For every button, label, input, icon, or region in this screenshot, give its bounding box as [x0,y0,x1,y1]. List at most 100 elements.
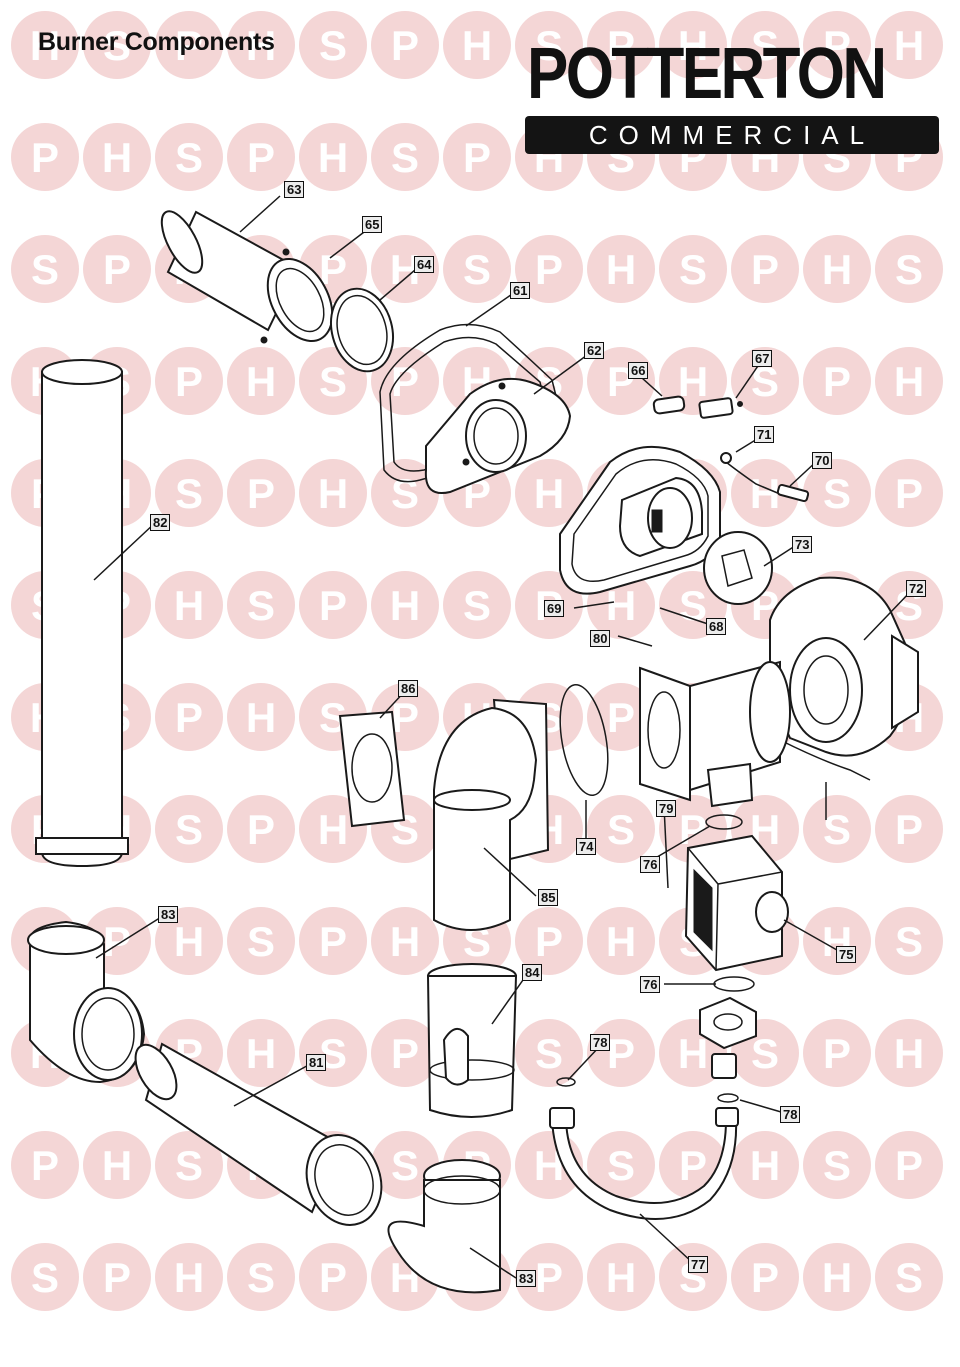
callout-72[interactable]: 72 [906,580,927,597]
callout-81[interactable]: 81 [306,1054,327,1071]
watermark-circle [11,235,79,303]
callout-78-left[interactable]: 78 [590,1034,611,1051]
callout-64[interactable]: 64 [414,256,435,273]
watermark-letter: P [31,1142,59,1189]
watermark-circle [515,11,583,79]
watermark-circle [587,235,655,303]
watermark-circle [227,795,295,863]
callout-84[interactable]: 84 [522,964,543,981]
watermark-circle [155,347,223,415]
callout-71[interactable]: 71 [754,426,775,443]
watermark-circle [371,907,439,975]
callout-67[interactable]: 67 [752,350,773,367]
callout-86[interactable]: 86 [398,680,419,697]
callout-80[interactable]: 80 [590,630,611,647]
callout-83-lower[interactable]: 83 [516,1270,537,1287]
watermark-letter: P [607,694,635,741]
watermark-letter: S [391,1142,419,1189]
watermark-circle [299,907,367,975]
callout-62[interactable]: 62 [584,342,605,359]
watermark-letter: H [246,1030,276,1077]
watermark-circle [83,11,151,79]
watermark-circle [731,459,799,527]
callout-69[interactable]: 69 [544,600,565,617]
watermark-letter: S [751,1030,779,1077]
part-sight-glass [652,395,743,419]
watermark-circle [875,347,943,415]
watermark-letter: H [678,1030,708,1077]
part-flange-gasket [338,710,406,828]
watermark-circle [875,795,943,863]
watermark-letter: H [606,918,636,965]
watermark-letter: H [102,1142,132,1189]
watermark-letter: P [535,246,563,293]
watermark-letter: H [174,1254,204,1301]
part-o-ring-large [559,683,609,797]
callout-65[interactable]: 65 [362,216,383,233]
watermark-circle [515,1019,583,1087]
callout-78-right[interactable]: 78 [780,1106,801,1123]
watermark-circle [731,235,799,303]
callout-77[interactable]: 77 [688,1256,709,1273]
watermark-circle [371,1019,439,1087]
watermark-circle [659,1243,727,1311]
watermark-circle [443,11,511,79]
watermark-letter: H [678,358,708,405]
watermark-circle [155,459,223,527]
watermark-letter: P [247,134,275,181]
watermark-circle [227,907,295,975]
callout-76-lower[interactable]: 76 [640,976,661,993]
callout-68[interactable]: 68 [706,618,727,635]
watermark-letter: S [31,1254,59,1301]
callout-74[interactable]: 74 [576,838,597,855]
callout-76-upper[interactable]: 76 [640,856,661,873]
watermark-circle [803,235,871,303]
watermark-circle [371,459,439,527]
watermark-letter: S [823,1142,851,1189]
watermark-circle [659,235,727,303]
watermark-letter: P [103,246,131,293]
callout-83-upper[interactable]: 83 [158,906,179,923]
watermark-circle [299,123,367,191]
watermark-letter: H [894,1030,924,1077]
watermark-letter: S [679,246,707,293]
watermark-circle [875,907,943,975]
callout-75[interactable]: 75 [836,946,857,963]
watermark-letter: P [391,1030,419,1077]
callout-66[interactable]: 66 [628,362,649,379]
callout-82[interactable]: 82 [150,514,171,531]
watermark-circle [11,1131,79,1199]
callout-85[interactable]: 85 [538,889,559,906]
callout-61[interactable]: 61 [510,282,531,299]
watermark-letter: P [319,1254,347,1301]
part-angled-flue-tube [134,1042,383,1226]
watermark-letter: H [606,246,636,293]
watermark-circle [371,571,439,639]
watermark-circle [875,1019,943,1087]
watermark-circle [155,907,223,975]
watermark-circle [371,1131,439,1199]
watermark-letter: S [823,806,851,853]
watermark-circle [227,571,295,639]
callout-73[interactable]: 73 [792,536,813,553]
callout-70[interactable]: 70 [812,452,833,469]
watermark-circle [875,235,943,303]
watermark-circle [155,683,223,751]
watermark-letter: P [823,358,851,405]
watermark-letter: S [175,134,203,181]
watermark-circle [227,123,295,191]
callout-63[interactable]: 63 [284,181,305,198]
watermark-circle [83,235,151,303]
watermark-letter: P [463,134,491,181]
part-gas-valve [684,834,789,972]
watermark-circle [803,347,871,415]
part-valve-flange [699,996,757,1079]
part-ignition-electrode [720,452,810,503]
watermark-letter: S [679,582,707,629]
callout-79[interactable]: 79 [656,800,677,817]
watermark-circle [803,1243,871,1311]
watermark-letter: P [175,22,203,69]
watermark-letter: S [895,246,923,293]
watermark-circle [875,11,943,79]
watermark-circle [155,795,223,863]
